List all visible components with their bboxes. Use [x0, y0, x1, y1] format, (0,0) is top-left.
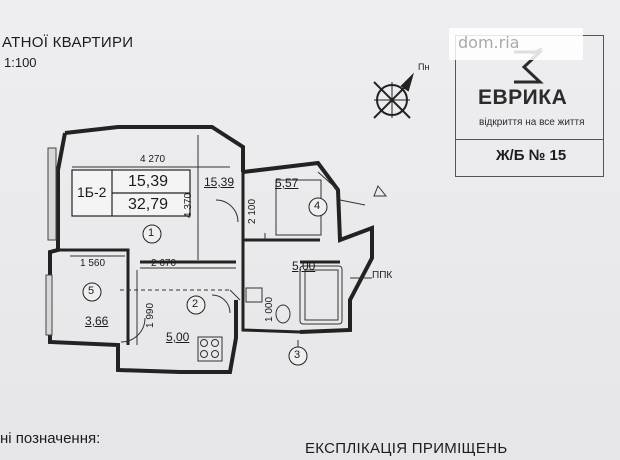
- room-number-4: 4: [314, 200, 321, 212]
- total-area: 32,79: [128, 196, 169, 213]
- room-circles: [82, 197, 328, 366]
- inner-walls: [58, 172, 340, 345]
- explication-heading: ЕКСПЛІКАЦІЯ ПРИМІЩЕНЬ: [305, 440, 508, 457]
- compass-icon: [373, 72, 415, 119]
- developer-brand: ЕВРИКА: [478, 86, 568, 109]
- room-area-2: 5,00: [166, 330, 190, 344]
- developer-tagline: відкриття на все життя: [479, 117, 585, 128]
- plan-title: АТНОЇ КВАРТИРИ: [2, 34, 134, 51]
- room-area-3: 5,00: [292, 259, 316, 273]
- room-number-1: 1: [148, 227, 155, 239]
- room-area-1: 15,39: [204, 175, 235, 189]
- room-number-3: 3: [294, 349, 301, 361]
- legend-heading: ні позначення:: [0, 430, 101, 447]
- door-arcs: [120, 199, 239, 343]
- room-marker-4: [308, 197, 328, 217]
- watermark: dom.ria: [458, 33, 520, 52]
- dimension-1560: 1 560: [80, 258, 106, 269]
- dimension-1000: 1 000: [264, 296, 275, 322]
- dimension-2670: 2 670: [151, 258, 177, 269]
- plan-scale: 1:100: [4, 55, 37, 70]
- living-area: 15,39: [128, 173, 169, 190]
- apartment-code: 1Б-2: [77, 184, 107, 200]
- room-marker-3: [288, 346, 308, 366]
- room-marker-5: [82, 282, 102, 302]
- room-marker-1: [142, 224, 162, 244]
- dimension-2100: 2 100: [247, 198, 258, 224]
- room-number-2: 2: [192, 298, 199, 310]
- watermark-backdrop: [449, 28, 583, 60]
- room-area-4: 5,57: [275, 176, 299, 190]
- compass-north-label: Пн: [418, 62, 430, 72]
- dimension-1990: 1 990: [145, 302, 156, 328]
- room-number-5: 5: [88, 285, 95, 297]
- building-number-box: [455, 139, 604, 177]
- outer-walls: [48, 125, 374, 374]
- dimension-4370: 4 370: [183, 192, 194, 218]
- ppk-label: ППК: [372, 270, 393, 281]
- room-area-5: 3,66: [85, 314, 109, 328]
- apartment-legend-box: [71, 169, 191, 217]
- dimension-4270: 4 270: [140, 154, 166, 165]
- room-marker-2: [186, 295, 206, 315]
- building-number: Ж/Б № 15: [496, 147, 567, 164]
- window: [45, 147, 57, 336]
- drawing-lines: [70, 135, 388, 362]
